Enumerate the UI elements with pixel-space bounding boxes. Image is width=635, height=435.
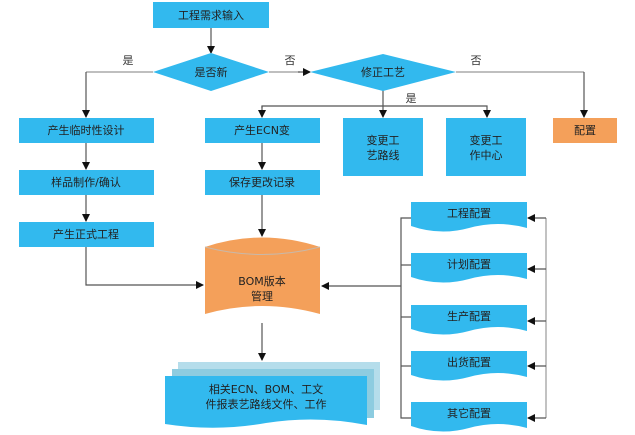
node-change-route-label-2: 艺路线 [367, 148, 400, 162]
config-item-shape [411, 351, 527, 381]
node-config-label: 配置 [574, 124, 596, 137]
config-item[interactable]: 工程配置 [411, 202, 527, 232]
node-docs[interactable]: 相关ECN、BOM、工文 件报表艺路线文件、工作 [165, 362, 380, 428]
node-formal[interactable]: 产生正式工程 [19, 222, 154, 247]
node-input[interactable]: 工程需求输入 [153, 2, 269, 28]
node-modify-process[interactable]: 修正工艺 [310, 54, 456, 91]
node-docs-label-2: 件报表艺路线文件、工作 [206, 397, 327, 411]
edge-label-modify-no: 否 [471, 54, 482, 67]
edge-modify-yes-bar [261, 105, 491, 118]
node-docs-label-1: 相关ECN、BOM、工文 [209, 382, 323, 396]
config-item-shape [411, 202, 527, 232]
node-modify-process-label: 修正工艺 [361, 65, 405, 79]
node-bom[interactable]: BOM版本 管理 [204, 237, 321, 315]
node-bom-label-2: 管理 [251, 289, 273, 303]
config-item-label: 其它配置 [447, 406, 491, 420]
node-change-route[interactable]: 变更工 艺路线 [343, 118, 423, 176]
node-sample[interactable]: 样品制作/确认 [19, 170, 154, 195]
node-bom-label-1: BOM版本 [238, 274, 286, 288]
config-item-shape [411, 305, 527, 335]
node-sample-label: 样品制作/确认 [51, 175, 121, 189]
node-save-record[interactable]: 保存更改记录 [205, 170, 320, 195]
node-formal-label: 产生正式工程 [53, 227, 119, 241]
edge-formal-to-bom [85, 247, 204, 289]
config-item[interactable]: 计划配置 [411, 253, 527, 283]
node-temp-design[interactable]: 产生临时性设计 [19, 118, 154, 143]
node-change-center-label-1: 变更工 [470, 133, 503, 147]
node-is-new-label: 是否新 [195, 65, 228, 79]
node-ecn-label: 产生ECN变 [234, 123, 290, 137]
config-item-label: 工程配置 [447, 207, 491, 220]
edge-label-isnew-no: 否 [285, 54, 296, 67]
node-save-record-label: 保存更改记录 [229, 175, 295, 189]
node-config[interactable]: 配置 [553, 118, 617, 143]
config-item[interactable]: 其它配置 [411, 402, 527, 432]
config-left-bracket [400, 217, 411, 419]
config-item-shape [411, 402, 527, 432]
connectors [82, 28, 588, 422]
config-item-label: 出货配置 [447, 355, 491, 369]
config-item-label: 生产配置 [447, 309, 491, 323]
config-item[interactable]: 生产配置 [411, 305, 527, 335]
config-item[interactable]: 出货配置 [411, 351, 527, 381]
node-change-center[interactable]: 变更工 作中心 [446, 118, 526, 176]
edge-label-modify-yes: 是 [406, 92, 417, 105]
node-temp-design-label: 产生临时性设计 [48, 123, 125, 137]
node-is-new[interactable]: 是否新 [153, 53, 269, 91]
edge-label-isnew-yes: 是 [123, 54, 134, 67]
node-change-route-label-1: 变更工 [367, 133, 400, 147]
config-item-shape [411, 253, 527, 283]
config-item-label: 计划配置 [447, 258, 491, 271]
node-change-center-label-2: 作中心 [470, 149, 503, 162]
node-input-label: 工程需求输入 [178, 8, 244, 22]
node-ecn[interactable]: 产生ECN变 [205, 118, 320, 143]
